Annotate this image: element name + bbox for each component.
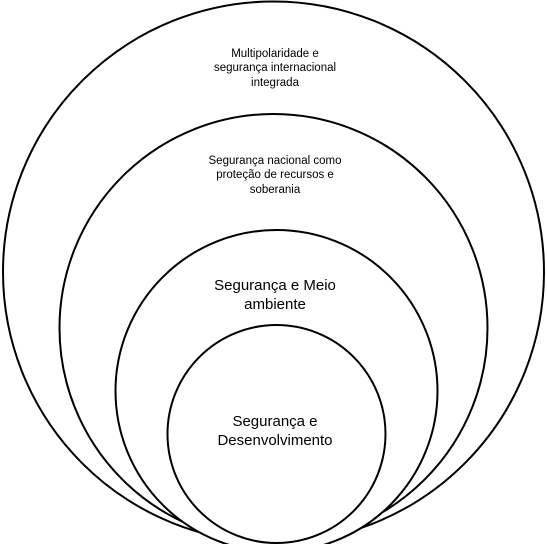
label-outer-line-1: Multipolaridade e (231, 48, 319, 60)
label-inner-line-2: Desenvolvimento (217, 431, 333, 449)
label-third-line-2: ambiente (244, 295, 306, 313)
label-inner-line-1: Segurança e (232, 413, 318, 430)
label-third-line-1: Segurança e Meio (214, 277, 336, 294)
label-outer-line-2: segurança internacional (213, 62, 337, 75)
label-outer-circle: Multipolaridade e segurança internaciona… (180, 47, 370, 90)
label-second-line-2: proteção de recursos e (216, 169, 334, 182)
label-outer-line-3: integrada (251, 76, 299, 89)
label-inner-circle: Segurança e Desenvolvimento (190, 413, 360, 451)
label-second-line-3: soberania (249, 183, 301, 196)
label-third-circle: Segurança e Meio ambiente (185, 277, 365, 315)
label-second-line-1: Segurança nacional como (208, 155, 342, 167)
circle-inner (166, 324, 387, 544)
label-second-circle: Segurança nacional como proteção de recu… (185, 154, 365, 197)
